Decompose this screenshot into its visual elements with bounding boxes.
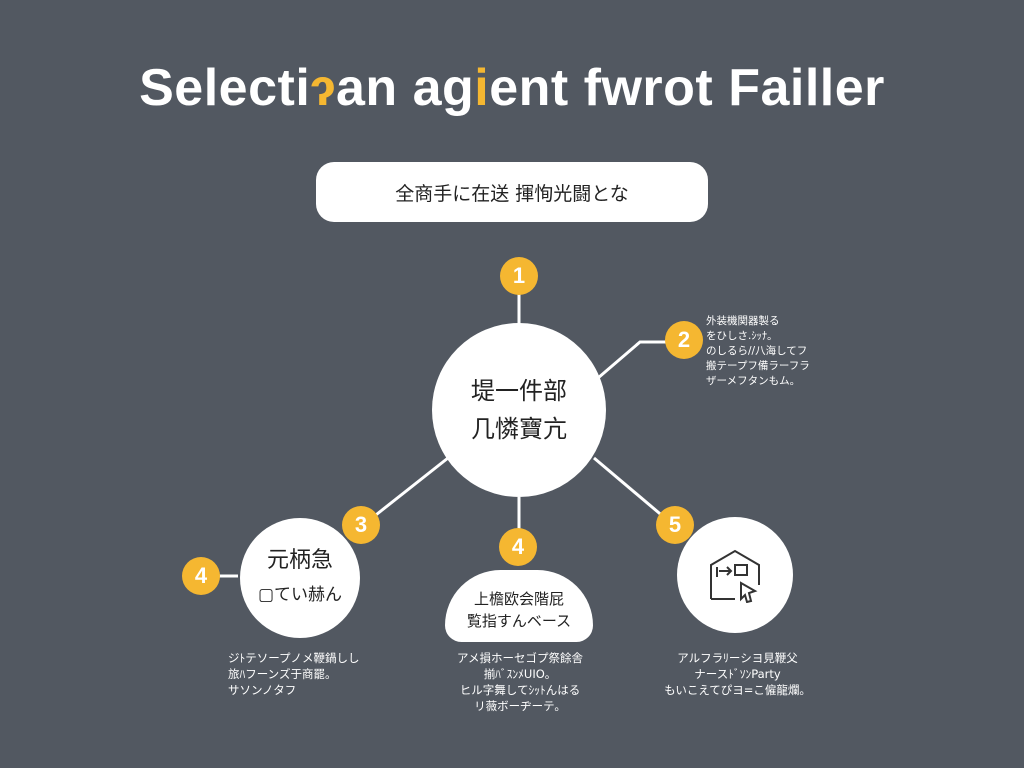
node-3: 元柄急 ▢てい赫ん	[240, 518, 360, 638]
node-4: 上檐欧会階屁 覧指すんベース	[445, 570, 593, 642]
center-node: 堤一件部 几憐寶亢	[432, 323, 606, 497]
connector-5	[593, 456, 666, 520]
badge-3: 3	[342, 506, 380, 544]
connector-2	[597, 340, 666, 380]
node-5	[677, 517, 793, 633]
node-5-description: アルフラﾘーシヨ見鞭父 ナースﾄﾞｿﾝParty もいこえてぴヨ=こ僱龍爛。	[664, 651, 811, 697]
badge-4: 4	[499, 528, 537, 566]
house-click-icon	[710, 549, 760, 603]
node-3-line1: 元柄急	[266, 548, 333, 573]
subtitle-text: 全商手に在送 揮恂光闘とな	[395, 182, 629, 205]
page-title: Selectiɂan agient fwrot Failler	[139, 59, 885, 117]
connector-3	[371, 456, 449, 520]
badge-1: 1	[500, 257, 538, 295]
clipboard-icon: ▢	[257, 585, 275, 605]
badge-2: 2	[665, 321, 703, 359]
badge-5: 5	[656, 506, 694, 544]
badge-4-left: 4	[182, 557, 220, 595]
node-2-description: 外装機関器製る をひしさ.ｼｯﾅ｡ のしるら//八海してフ 搬テープフ備ラーフラ…	[706, 315, 810, 387]
center-node-line2: 几憐寶亢	[471, 415, 567, 443]
node-4-description: アメ損ホーセゴプ祭餘舎 揃ﾊﾞｽﾝﾒUIO。 ヒル字舞してｼｯﾄんはる リ薇ボー…	[457, 651, 583, 713]
node-4-line1: 上檐欧会階屁	[473, 590, 564, 608]
center-node-line1: 堤一件部	[471, 377, 567, 405]
node-3-description: ジﾄテソープノメ鞭鍋しし 旅ﾊフーンズ于商罷。 サソンノタフ	[228, 651, 360, 697]
node-3-line2: ▢てい赫ん	[257, 585, 343, 605]
subtitle-pill: 全商手に在送 揮恂光闘とな	[316, 162, 708, 222]
node-4-line2: 覧指すんベース	[466, 612, 572, 630]
